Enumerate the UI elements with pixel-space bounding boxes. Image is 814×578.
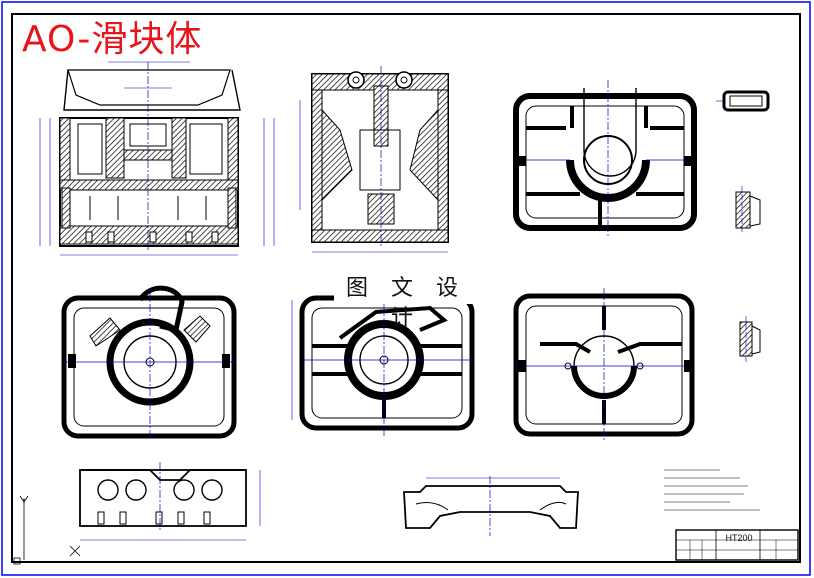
bb-section-view [513,80,697,236]
plan-view-left [61,285,237,440]
cc-section-view [513,288,695,440]
title-block [675,529,799,561]
side-section-view [299,66,449,253]
plan-view-middle [291,290,475,436]
bottom-profile-view [403,476,579,536]
technical-notes [664,469,760,511]
inner-frame [11,13,801,563]
material-label: HT200 [725,533,753,543]
ucs-icon [13,495,81,565]
detail-views-right [716,90,770,362]
watermark-text: 图 文 设 计 [334,274,478,331]
front-section-view [39,61,275,256]
bottom-elevation-view [79,462,261,541]
drawing-title: AO-滑块体 [22,19,203,60]
